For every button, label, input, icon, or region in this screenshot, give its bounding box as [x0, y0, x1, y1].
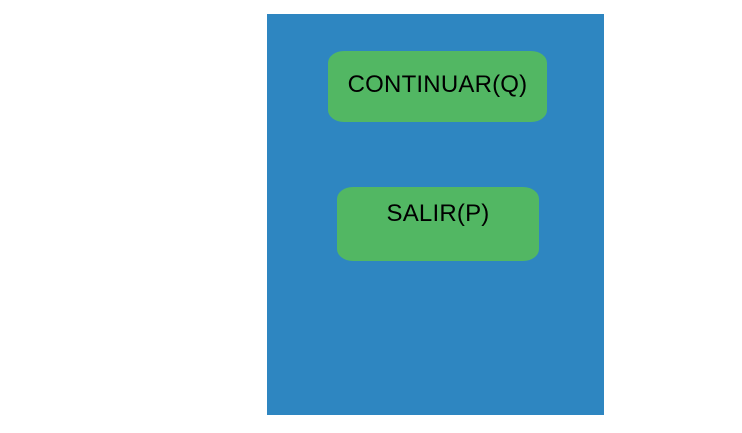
exit-button[interactable]: SALIR(P): [337, 187, 539, 261]
exit-button-label: SALIR(P): [386, 200, 490, 227]
continue-button-label: CONTINUAR(Q): [347, 70, 528, 98]
continue-button[interactable]: CONTINUAR(Q): [328, 51, 547, 122]
pause-menu-panel: CONTINUAR(Q) SALIR(P): [267, 14, 604, 415]
